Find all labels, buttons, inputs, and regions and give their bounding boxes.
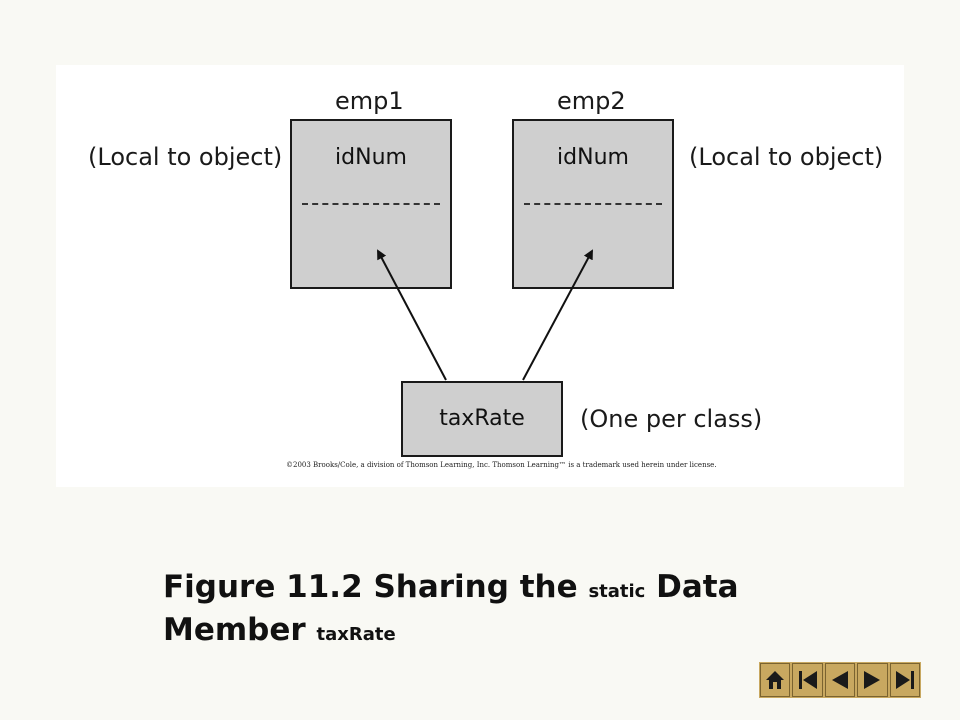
- emp1-idnum: idNum: [335, 145, 407, 170]
- emp2-object-box: idNum: [512, 119, 674, 289]
- emp2-idnum: idNum: [557, 145, 629, 170]
- caption-part2: Data Member: [163, 569, 739, 648]
- next-slide-button[interactable]: [857, 663, 888, 697]
- arrow-to-emp2: [522, 249, 593, 381]
- last-slide-button[interactable]: [889, 663, 921, 697]
- next-icon: [864, 671, 881, 689]
- home-icon: [766, 671, 785, 689]
- arrow-to-emp1: [377, 249, 447, 381]
- figure-panel: emp1 emp2 (Local to object) (Local to ob…: [56, 65, 904, 487]
- caption-static-word: static: [588, 581, 646, 602]
- previous-slide-button[interactable]: [824, 663, 856, 697]
- emp1-divider: [302, 203, 440, 205]
- first-slide-button[interactable]: [792, 663, 823, 697]
- slide-nav-bar: [759, 662, 921, 698]
- home-button[interactable]: [760, 663, 791, 697]
- caption-part1: Figure 11.2 Sharing the: [163, 569, 589, 605]
- local-note-right: (Local to object): [689, 143, 884, 171]
- figure-caption: Figure 11.2 Sharing the static Data Memb…: [163, 568, 843, 654]
- emp2-divider: [524, 203, 662, 205]
- copyright-notice: ©2003 Brooks/Cole, a division of Thomson…: [286, 461, 717, 469]
- caption-taxrate-word: taxRate: [316, 624, 396, 645]
- taxrate-member: taxRate: [439, 406, 525, 431]
- emp1-object-box: idNum: [290, 119, 452, 289]
- local-note-left: (Local to object): [88, 143, 283, 171]
- emp2-label: emp2: [557, 87, 626, 115]
- last-icon: [895, 671, 914, 689]
- emp1-label: emp1: [335, 87, 404, 115]
- class-note: (One per class): [580, 405, 763, 433]
- previous-icon: [832, 671, 849, 689]
- taxrate-box: taxRate: [401, 381, 563, 457]
- arrows: [377, 249, 593, 381]
- first-icon: [798, 671, 817, 689]
